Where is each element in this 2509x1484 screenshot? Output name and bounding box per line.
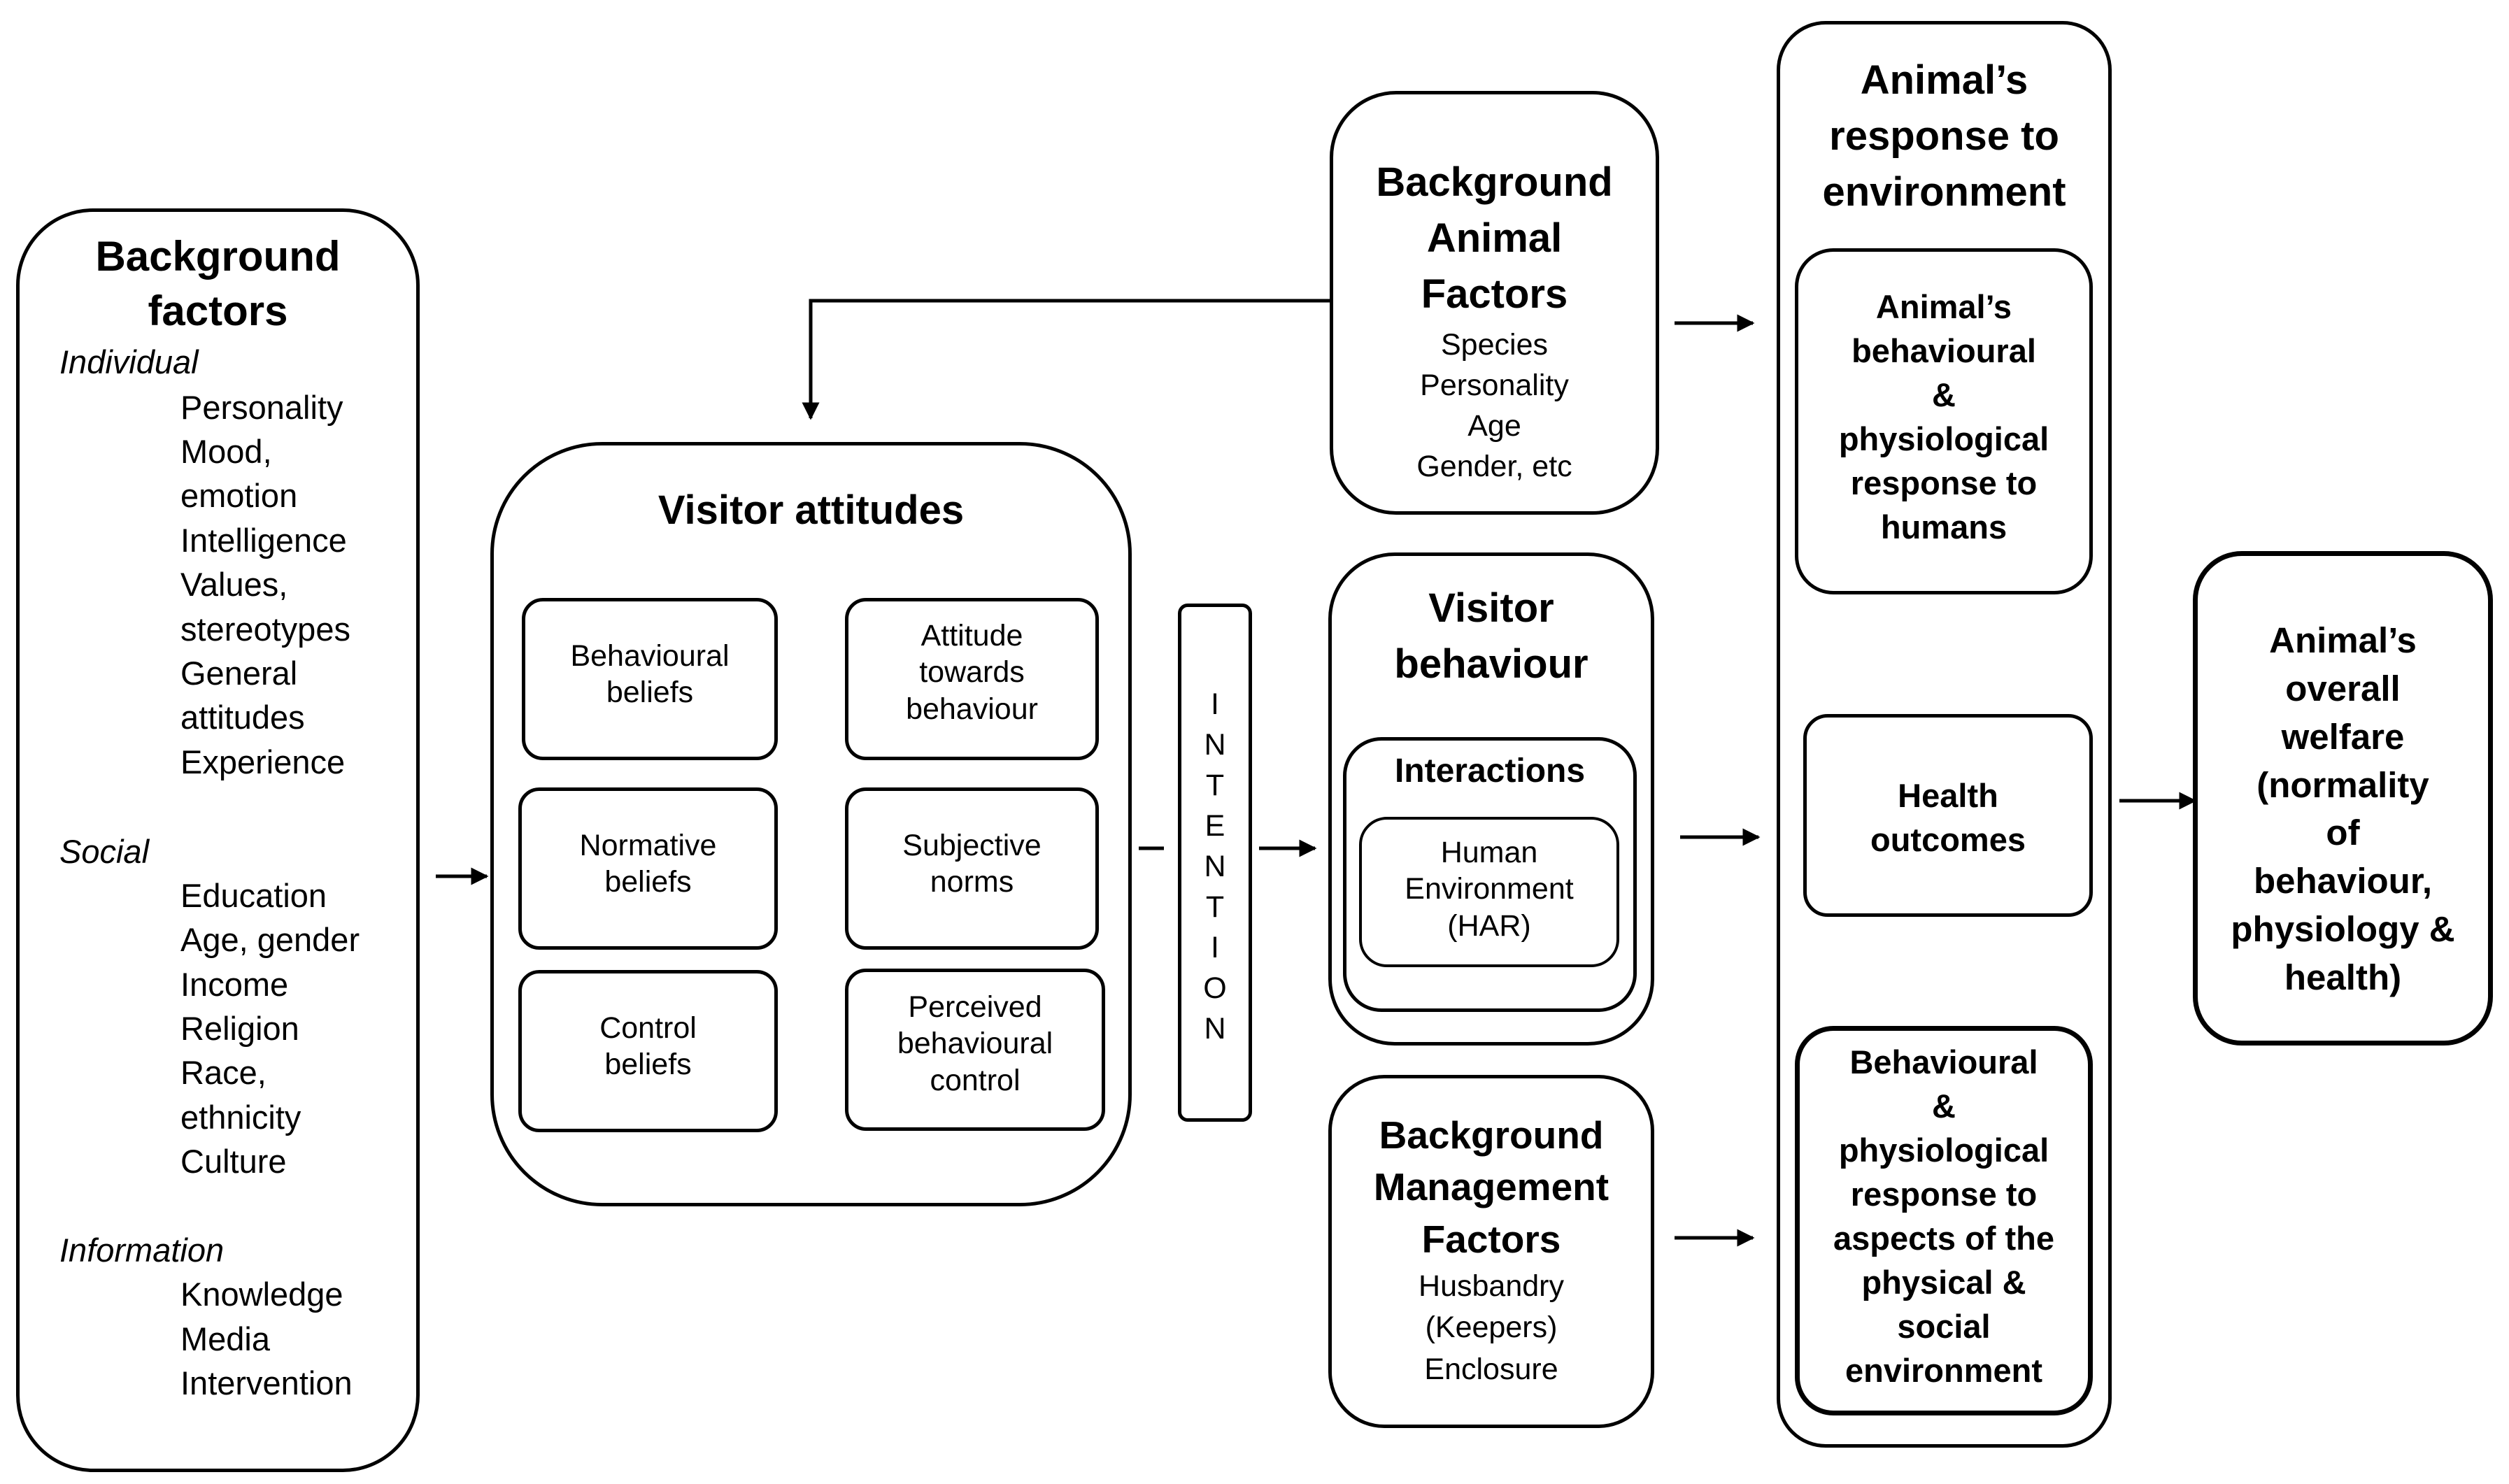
information-item: Knowledge (180, 1276, 343, 1313)
individual-item: Intelligence (180, 522, 347, 559)
background-management-factors-items: Husbandry (Keepers) Enclosure (1419, 1269, 1564, 1386)
visitor-behaviour-title: Visitor behaviour (1394, 585, 1588, 687)
response-to-humans-label: Animal’s behavioural & physiological res… (1838, 288, 2049, 545)
social-item: Race, (180, 1054, 266, 1091)
social-item: Culture (180, 1143, 287, 1180)
overall-welfare-box (2193, 551, 2493, 1046)
individual-heading: Individual (59, 343, 199, 380)
individual-item: Personality (180, 389, 343, 426)
attitude-towards-behaviour-box (845, 598, 1099, 760)
individual-item: General (180, 655, 298, 692)
social-item: ethnicity (180, 1099, 301, 1136)
response-to-humans-box (1795, 248, 2093, 594)
control-beliefs-box (518, 970, 778, 1132)
response-to-environment-box (1795, 1026, 2093, 1415)
response-to-environment-label: Behavioural & physiological response to … (1833, 1043, 2055, 1389)
visitor-attitudes-title: Visitor attitudes (658, 487, 965, 533)
social-item: Income (180, 966, 289, 1003)
har-label: Human Environment (HAR) (1405, 836, 1574, 943)
individual-item: emotion (180, 477, 298, 514)
normative-beliefs-label: Normative beliefs (579, 829, 717, 899)
control-beliefs-label: Control beliefs (599, 1011, 697, 1082)
intention-box (1178, 604, 1252, 1122)
individual-item: stereotypes (180, 611, 350, 648)
interactions-label: Interactions (1394, 752, 1586, 790)
individual-item: Mood, (180, 433, 272, 470)
health-outcomes-label: Health outcomes (1870, 777, 2026, 858)
individual-item: attitudes (180, 699, 305, 736)
perceived-behavioural-control-box (845, 969, 1105, 1131)
background-animal-factors-box (1330, 91, 1659, 515)
social-item: Age, gender (180, 921, 360, 958)
information-item: Media (180, 1320, 271, 1357)
background-factors-box (16, 208, 420, 1472)
subjective-norms-box (845, 787, 1099, 950)
social-heading: Social (59, 833, 150, 870)
social-item: Education (180, 877, 327, 914)
background-animal-factors-title: Background Animal Factors (1376, 159, 1613, 318)
normative-beliefs-box (518, 787, 778, 950)
health-outcomes-box (1803, 714, 2093, 917)
behavioural-beliefs-label: Behavioural beliefs (570, 639, 730, 710)
attitude-towards-behaviour-label: Attitude towards behaviour (906, 619, 1038, 726)
subjective-norms-label: Subjective norms (902, 829, 1042, 899)
har-box (1359, 817, 1619, 967)
information-item: Intervention (180, 1364, 353, 1401)
social-item: Religion (180, 1010, 299, 1047)
individual-item: Values, (180, 566, 288, 603)
overall-welfare-label: Animal’s overall welfare (normality of b… (2231, 620, 2455, 997)
background-animal-factors-items: Species Personality Age Gender, etc (1416, 328, 1572, 484)
animal-response-title: Animal’s response to environment (1822, 57, 2066, 215)
background-factors-title: Background factors (95, 233, 341, 334)
information-heading: Information (59, 1232, 225, 1269)
behavioural-beliefs-box (522, 598, 778, 760)
perceived-behavioural-control-label: Perceived behavioural control (897, 990, 1053, 1097)
intention-label: I N T E N T I O N (1203, 687, 1227, 1046)
background-management-factors-title: Background Management Factors (1373, 1113, 1609, 1261)
individual-item: Experience (180, 743, 346, 780)
background-management-factors-box (1328, 1075, 1654, 1428)
arrow-animal-factors-to-attitudes (802, 299, 1333, 420)
